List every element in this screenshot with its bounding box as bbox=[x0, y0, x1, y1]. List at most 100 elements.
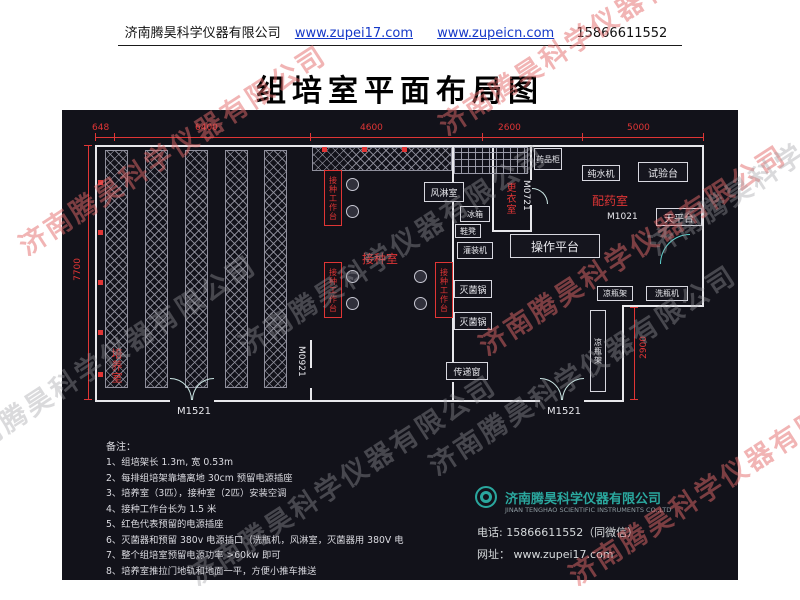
dim-tick bbox=[703, 133, 704, 141]
dim-tick bbox=[482, 133, 483, 141]
air-shower-room: 风淋室 bbox=[424, 182, 464, 202]
wall-culture-divider bbox=[310, 340, 312, 368]
bottle-rack-label: 凉瓶架 bbox=[603, 289, 627, 298]
stool bbox=[414, 297, 427, 310]
dimension-line-left bbox=[88, 145, 89, 400]
note-item: 4、接种工作台长为 1.5 米 bbox=[106, 503, 217, 515]
note-item: 7、整个组培室预留电源功率 >60kw 即可 bbox=[106, 550, 281, 561]
culture-rack bbox=[185, 150, 208, 388]
note-item: 3、培养室（3匹），接种室（2匹）安装空调 bbox=[106, 488, 287, 499]
power-socket bbox=[98, 372, 103, 377]
test-bench-label: 试验台 bbox=[648, 168, 678, 180]
balance-table-label: 天平台 bbox=[664, 213, 694, 225]
wall-right bbox=[702, 145, 704, 307]
filling-machine: 灌装机 bbox=[457, 242, 493, 259]
dim-label-4600: 4600 bbox=[360, 123, 383, 133]
note-item: 8、培养室推拉门地轨和地面一平，方便小推车推送 bbox=[106, 565, 317, 577]
wall-changing-bottom bbox=[492, 230, 532, 232]
footer-website: 网址： www.zupei17.com bbox=[477, 548, 614, 561]
wall-inoculation-right bbox=[452, 202, 454, 362]
header-phone: 15866611552 bbox=[576, 26, 668, 41]
door-arc bbox=[562, 378, 584, 400]
wall-step-h bbox=[622, 305, 704, 307]
door-label-m0721: M0721 bbox=[521, 180, 531, 211]
header-link-zupeicn[interactable]: www.zupeicn.com bbox=[437, 26, 555, 41]
footer-company-en: JINAN TENGHAO SCIENTIFIC INSTRUMENTS CO.… bbox=[505, 506, 672, 514]
operation-platform: 操作平台 bbox=[510, 234, 600, 258]
sterilizer-label: 灭菌锅 bbox=[459, 285, 487, 296]
dim-label-6400: 6400 bbox=[195, 123, 218, 133]
fridge-label: 冰箱 bbox=[467, 209, 483, 219]
balance-table: 天平台 bbox=[656, 208, 702, 226]
sterilizer-2: 灭菌锅 bbox=[454, 312, 492, 330]
power-socket bbox=[98, 280, 103, 285]
bottle-rack-vertical: 凉瓶架 bbox=[590, 310, 606, 392]
power-socket bbox=[322, 147, 327, 152]
dim-tick bbox=[582, 133, 583, 141]
notes-block: 备注： 1、组培架长 1.3m, 宽 0.53m 2、每排组培架靠墙离地 30c… bbox=[106, 438, 416, 579]
dimension-line-right bbox=[634, 307, 635, 400]
note-item: 5、红色代表预留的电源插座 bbox=[106, 519, 224, 530]
notes-heading: 备注： bbox=[106, 442, 136, 453]
workbench-label: 接种工作台 bbox=[328, 267, 338, 313]
wall-inoculation-right bbox=[452, 382, 454, 402]
wall-changing-right bbox=[530, 145, 532, 180]
floor-plan-canvas: 648 6400 4600 2600 5000 7700 2900 bbox=[62, 110, 738, 580]
culture-rack bbox=[264, 150, 287, 388]
stool bbox=[346, 205, 359, 218]
dim-label-5000: 5000 bbox=[627, 123, 650, 133]
workbench-label: 接种工作台 bbox=[439, 267, 449, 313]
power-socket bbox=[402, 147, 407, 152]
shoe-bench: 鞋凳 bbox=[455, 224, 481, 238]
dimension-line-top bbox=[95, 137, 704, 138]
power-socket bbox=[362, 147, 367, 152]
operation-platform-label: 操作平台 bbox=[530, 239, 579, 254]
inoculation-workbench: 接种工作台 bbox=[324, 262, 342, 318]
bottle-washer-label: 洗瓶机 bbox=[655, 289, 679, 298]
door-label-m1521-right: M1521 bbox=[546, 406, 582, 417]
culture-rack bbox=[105, 150, 128, 388]
door-arc bbox=[660, 234, 690, 264]
room-label-changing: 更衣室 bbox=[504, 182, 515, 215]
wall-bottom bbox=[584, 400, 624, 402]
bottle-rack-top: 凉瓶架 bbox=[597, 286, 633, 301]
test-bench: 试验台 bbox=[638, 162, 688, 182]
room-label-dispensing: 配药室 bbox=[592, 194, 629, 208]
inoculation-workbench: 接种工作台 bbox=[324, 170, 342, 226]
dim-tick bbox=[310, 133, 311, 141]
door-label-m0921: M0921 bbox=[296, 346, 306, 377]
medicine-cabinet: 药品柜 bbox=[534, 148, 562, 170]
inoculation-workbench: 接种工作台 bbox=[435, 262, 453, 318]
dim-tick bbox=[95, 133, 96, 141]
dim-tick bbox=[114, 133, 115, 141]
dim-tick bbox=[630, 307, 638, 308]
footer-phone: 电话: 15866611552（同微信） bbox=[477, 526, 639, 539]
wall-changing-right bbox=[530, 205, 532, 232]
sterilizer-1: 灭菌锅 bbox=[454, 280, 492, 298]
transfer-window-label: 传递窗 bbox=[453, 367, 481, 378]
dim-label-2900: 2900 bbox=[639, 336, 649, 359]
power-socket bbox=[98, 330, 103, 335]
filling-machine-label: 灌装机 bbox=[463, 246, 487, 255]
dim-label-648: 648 bbox=[92, 123, 110, 133]
shoe-bench-label: 鞋凳 bbox=[460, 226, 476, 236]
bottle-rack-label: 凉瓶架 bbox=[593, 337, 603, 365]
room-label-culture: 培养室 bbox=[110, 348, 123, 384]
note-item: 2、每排组培架靠墙离地 30cm 预留电源插座 bbox=[106, 472, 293, 484]
culture-rack bbox=[145, 150, 168, 388]
wall-bottom bbox=[95, 400, 170, 402]
footer-company: 济南腾昊科学仪器有限公司 bbox=[505, 492, 662, 507]
culture-rack bbox=[225, 150, 248, 388]
wall-step-v bbox=[622, 305, 624, 402]
transfer-window: 传递窗 bbox=[446, 362, 488, 380]
door-label-m1521-left: M1521 bbox=[176, 406, 212, 417]
header: 济南腾昊科学仪器有限公司 www.zupei17.com www.zupeicn… bbox=[0, 22, 800, 41]
header-link-zupei17[interactable]: www.zupei17.com bbox=[294, 26, 414, 41]
locker-grid bbox=[454, 147, 528, 174]
air-shower-label: 风淋室 bbox=[430, 188, 458, 199]
sterilizer-label: 灭菌锅 bbox=[459, 317, 487, 328]
room-label-inoculation: 接种室 bbox=[362, 252, 399, 266]
note-item: 1、组培架长 1.3m, 宽 0.53m bbox=[106, 457, 234, 468]
wall-top bbox=[95, 145, 704, 147]
